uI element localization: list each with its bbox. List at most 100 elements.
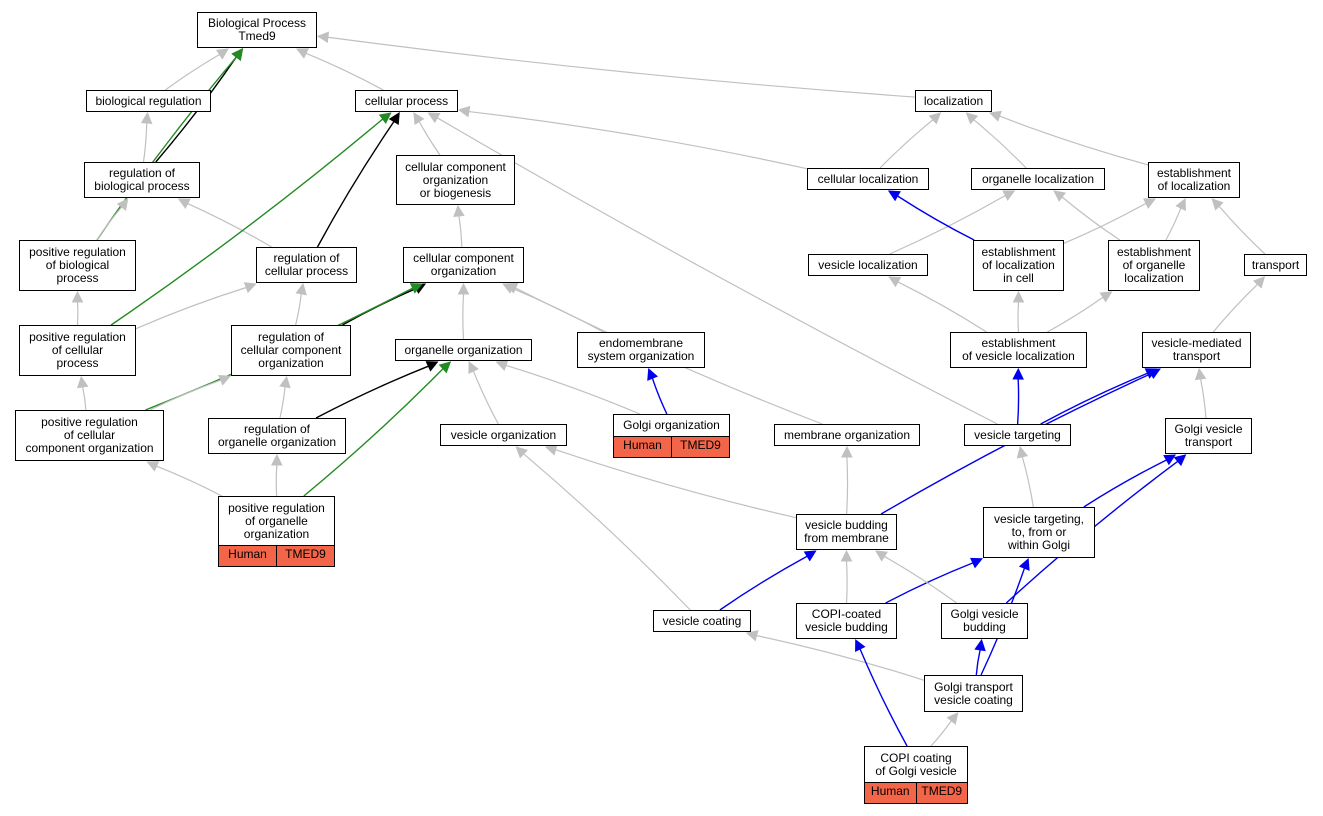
arrowhead-vesicle_targeting_golgi-to-golgi_vesicle_transport	[1163, 454, 1177, 466]
edge-regulation_of_cellular_component_organization-to-cellular_component_organization	[342, 287, 417, 326]
arrowhead-vesicle_coating-to-vesicle_budding_from_membrane	[803, 550, 817, 562]
node-membrane-organization[interactable]: membrane organization	[774, 424, 920, 446]
arrowhead-copi_coating_of_golgi_vesicle-to-golgi_transport_vesicle_coating	[946, 712, 959, 725]
node-golgi-vesicle-budding[interactable]: Golgi vesicle budding	[941, 603, 1028, 639]
node-regulation-of-cellular-process[interactable]: regulation of cellular process	[256, 247, 357, 283]
node-establishment-of-vesicle-localization[interactable]: establishment of vesicle localization	[950, 332, 1087, 368]
node-label: cellular component organization or bioge…	[405, 159, 506, 200]
node-positive-regulation-of-biological-process[interactable]: positive regulation of biological proces…	[19, 240, 136, 291]
node-vesicle-targeting[interactable]: vesicle targeting	[964, 424, 1071, 446]
node-organelle-organization[interactable]: organelle organization	[395, 339, 532, 361]
node-endomembrane-system-organization[interactable]: endomembrane system organization	[577, 332, 705, 368]
node-localization[interactable]: localization	[915, 90, 992, 112]
node-label: establishment of localization in cell	[981, 245, 1056, 285]
edge-establishment_of_localization-to-localization	[999, 115, 1149, 166]
arrowhead-vesicle_budding_from_membrane-to-membrane_organization	[841, 445, 853, 458]
annotation-species[interactable]: Human	[623, 438, 662, 452]
arrowhead-cellular_localization-to-localization	[928, 112, 942, 125]
arrowhead-golgi_vesicle_budding-to-vesicle_budding_from_membrane	[875, 550, 888, 562]
node-cellular-component-organization[interactable]: cellular component organization	[403, 247, 524, 283]
edge-cellular_component_organization-to-cellular_component_organization_or_biogenesis	[458, 215, 463, 248]
node-vesicle-coating[interactable]: vesicle coating	[653, 610, 751, 632]
arrowhead-cellular_component_organization-to-cellular_component_organization_or_biogenesis	[453, 204, 465, 217]
node-golgi-vesicle-transport[interactable]: Golgi vesicle transport	[1165, 418, 1252, 454]
arrowhead-cellular_process-to-root	[295, 48, 309, 59]
node-cellular-component-organization-or-biogenesis[interactable]: cellular component organization or bioge…	[396, 155, 515, 205]
node-vesicle-organization[interactable]: vesicle organization	[440, 424, 567, 446]
edge-cellular_component_organization_or_biogenesis-to-cellular_process	[418, 121, 441, 156]
node-label: vesicle targeting	[974, 427, 1061, 442]
arrowhead-positive_regulation_of_organelle_organization-to-organelle_organization	[438, 361, 452, 374]
annotation-species[interactable]: Human	[228, 547, 267, 561]
arrowhead-regulation_of_cellular_process-to-cellular_process	[388, 112, 400, 125]
edge-establishment_of_vesicle_localization-to-establishment_of_organelle_localization	[1047, 296, 1104, 333]
node-establishment-of-organelle-localization[interactable]: establishment of organelle localization	[1108, 240, 1200, 291]
arrowhead-vesicle_targeting-to-cellular_process	[427, 112, 441, 124]
edge-localization-to-root	[327, 36, 916, 98]
annotation-gene[interactable]: TMED9	[276, 546, 334, 566]
node-copi-coating-of-golgi-vesicle[interactable]: COPI coating of Golgi vesicle	[864, 746, 968, 783]
edge-cellular_localization-to-localization	[879, 119, 934, 169]
node-vesicle-localization[interactable]: vesicle localization	[808, 254, 928, 276]
annotation-species[interactable]: Human	[870, 784, 910, 798]
edge-establishment_of_localization_in_cell-to-cellular_localization	[897, 195, 975, 241]
node-vesicle-targeting-golgi[interactable]: vesicle targeting, to, from or within Go…	[983, 507, 1095, 558]
edge-vesicle_targeting_golgi-to-vesicle_targeting	[1021, 456, 1034, 508]
node-biological-regulation[interactable]: biological regulation	[86, 90, 211, 112]
node-copi-coated-vesicle-budding[interactable]: COPI-coated vesicle budding	[796, 603, 897, 639]
node-label: positive regulation of biological proces…	[29, 245, 126, 285]
arrowhead-golgi_organization-to-organelle_organization	[495, 360, 509, 372]
arrowhead-positive_regulation_of_organelle_organization-to-positive_regulation_of_cellular_component_organization	[146, 461, 160, 472]
edge-copi_coating_of_golgi_vesicle-to-golgi_transport_vesicle_coating	[930, 720, 952, 747]
edge-regulation_of_organelle_organization-to-organelle_organization	[315, 365, 429, 419]
node-organelle-localization[interactable]: organelle localization	[971, 168, 1105, 190]
node-label: establishment of localization	[1156, 166, 1232, 193]
node-label: positive regulation of organelle organiz…	[228, 500, 325, 541]
arrowhead-establishment_of_organelle_localization-to-organelle_localization	[1053, 190, 1066, 202]
node-golgi-organization[interactable]: Golgi organization	[613, 414, 730, 437]
edge-vesicle_targeting-to-cellular_process	[436, 117, 998, 425]
edge-vesicle_budding_from_membrane-to-membrane_organization	[845, 456, 849, 515]
arrowhead-regulation_of_cellular_process-to-regulation_of_biological_process	[177, 198, 191, 209]
node-establishment-of-localization-in-cell[interactable]: establishment of localization in cell	[973, 240, 1064, 291]
node-regulation-of-organelle-organization[interactable]: regulation of organelle organization	[208, 418, 346, 454]
node-transport[interactable]: transport	[1244, 254, 1307, 276]
node-positive-regulation-of-cellular-component-organization[interactable]: positive regulation of cellular componen…	[15, 410, 164, 461]
node-cellular-process[interactable]: cellular process	[355, 90, 458, 112]
arrowhead-establishment_of_vesicle_localization-to-establishment_of_organelle_localization	[1099, 291, 1113, 303]
edge-biological_regulation-to-root	[164, 53, 220, 91]
node-positive-regulation-of-cellular-process[interactable]: positive regulation of cellular process	[19, 325, 136, 376]
annotation-gene[interactable]: TMED9	[915, 783, 968, 803]
node-vesicle-mediated-transport[interactable]: vesicle-mediated transport	[1142, 332, 1251, 368]
arrowhead-biological_regulation-to-root	[215, 48, 229, 60]
node-establishment-of-localization[interactable]: establishment of localization	[1148, 162, 1240, 198]
arrowhead-vesicle_localization-to-organelle_localization	[1002, 190, 1016, 201]
arrowhead-golgi_transport_vesicle_coating-to-vesicle_coating	[745, 630, 759, 642]
node-regulation-of-cellular-component-organization[interactable]: regulation of cellular component organiz…	[231, 325, 351, 376]
node-regulation-of-biological-process[interactable]: regulation of biological process	[84, 162, 200, 198]
edge-establishment_of_organelle_localization-to-establishment_of_localization	[1165, 207, 1182, 241]
node-cellular-localization[interactable]: cellular localization	[807, 168, 929, 190]
edge-positive_regulation_of_organelle_organization-to-organelle_organization	[303, 368, 444, 497]
node-vesicle-budding-from-membrane[interactable]: vesicle budding from membrane	[796, 514, 897, 550]
edge-positive_regulation_of_cellular_component_organization-to-positive_regulation_of_cellular_process	[82, 386, 87, 411]
node-positive-regulation-of-organelle-organization[interactable]: positive regulation of organelle organiz…	[218, 496, 335, 546]
edge-establishment_of_vesicle_localization-to-vesicle_localization	[897, 281, 987, 333]
edge-vesicle_coating-to-vesicle_organization	[523, 453, 691, 611]
edge-regulation_of_organelle_organization-to-regulation_of_cellular_component_organization	[279, 386, 286, 419]
annotation-row-positive-regulation-of-organelle-organization: Human TMED9	[218, 546, 335, 567]
node-biological-process-root[interactable]: Biological Process Tmed9	[197, 12, 317, 48]
node-label: vesicle-mediated transport	[1151, 336, 1242, 363]
annotation-gene[interactable]: TMED9	[671, 437, 729, 457]
node-golgi-transport-vesicle-coating[interactable]: Golgi transport vesicle coating	[924, 675, 1023, 712]
edge-copi_coated_vesicle_budding-to-vesicle_budding_from_membrane	[845, 560, 848, 604]
edge-cellular_localization-to-cellular_process	[468, 110, 808, 170]
edge-organelle_localization-to-localization	[973, 119, 1027, 169]
node-label: COPI-coated vesicle budding	[805, 607, 888, 634]
edge-regulation_of_cellular_process-to-regulation_of_biological_process	[187, 203, 272, 248]
edge-vesicle_targeting-to-vesicle_mediated_transport	[1040, 372, 1148, 425]
arrowhead-positive_regulation_of_cellular_process-to-regulation_of_cellular_process	[243, 282, 257, 294]
edge-transport-to-establishment_of_localization	[1218, 205, 1266, 255]
edge-positive_regulation_of_biological_process-to-regulation_of_biological_process	[96, 206, 123, 241]
node-label: vesicle targeting, to, from or within Go…	[993, 512, 1085, 552]
